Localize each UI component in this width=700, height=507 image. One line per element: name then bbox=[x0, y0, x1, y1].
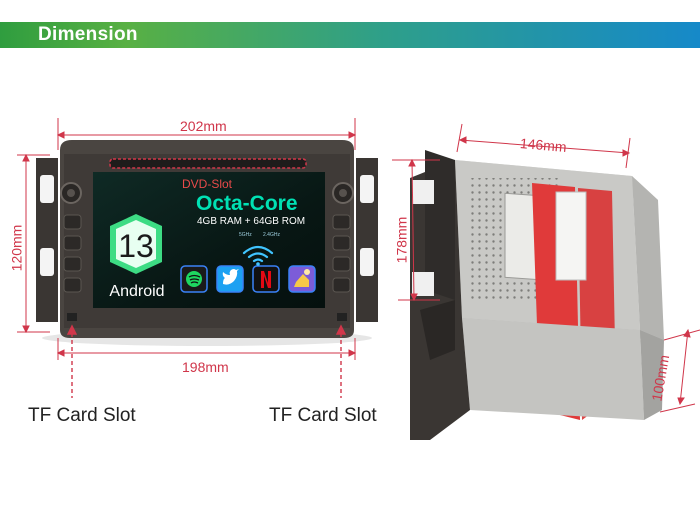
front-dimension-lines bbox=[17, 118, 357, 360]
wifi-icon bbox=[242, 245, 274, 263]
side-view bbox=[392, 123, 700, 440]
wifi-24g-label: 2.4GHz bbox=[263, 232, 280, 238]
side-height: 178mm bbox=[393, 216, 410, 264]
memory-label: 4GB RAM + 64GB ROM bbox=[197, 216, 305, 227]
page-title: Dimension bbox=[38, 24, 138, 45]
tf-slot-arrows bbox=[66, 324, 347, 398]
android-label: Android bbox=[109, 283, 164, 300]
front-width-bottom: 198mm bbox=[182, 359, 229, 375]
dvd-slot-label: DVD-Slot bbox=[182, 177, 233, 191]
front-width-top: 202mm bbox=[180, 118, 227, 134]
front-view bbox=[17, 118, 378, 398]
tf-card-slot-left-label: TF Card Slot bbox=[28, 405, 136, 426]
side-dimension-lines bbox=[392, 123, 700, 413]
android-version: 13 bbox=[118, 228, 154, 264]
wifi-5g-label: 5GHz bbox=[239, 232, 252, 238]
tf-card-slot-right-label: TF Card Slot bbox=[269, 405, 377, 426]
android-badge bbox=[110, 214, 162, 274]
octa-core-label: Octa-Core bbox=[196, 192, 298, 215]
header-banner: Dimension bbox=[0, 22, 700, 48]
front-height: 120mm bbox=[8, 224, 25, 272]
